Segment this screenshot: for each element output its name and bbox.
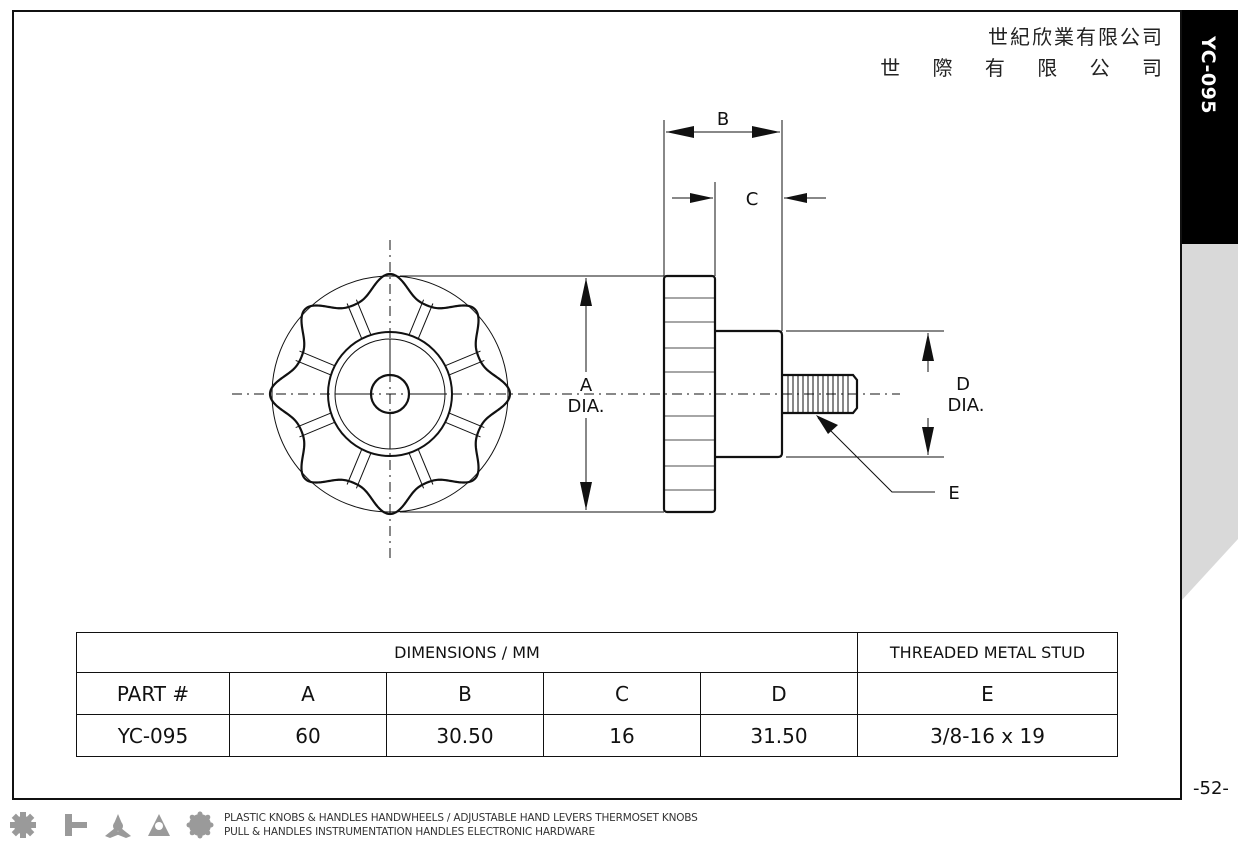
cell-b: 30.50 [386, 714, 544, 757]
dim-label-b: B [717, 109, 729, 130]
knob-side-view [662, 274, 717, 514]
dim-label-a-dia: DIA. [568, 396, 605, 417]
knob-rim-circle [271, 275, 509, 513]
knob-scalloped-outline [268, 272, 512, 516]
dim-label-d: D [956, 374, 970, 395]
dim-label-a: A [580, 375, 593, 396]
threaded-stud [782, 373, 859, 415]
column-header-b: B [386, 672, 544, 715]
cell-d: 31.50 [700, 714, 858, 757]
column-header-e: E [857, 672, 1118, 715]
cell-part: YC-095 [76, 714, 230, 757]
dim-label-e: E [948, 483, 959, 504]
knob-ribs [295, 299, 485, 489]
company-name: 世紀欣業有限公司 世 際 有 限 公 司 [880, 22, 1164, 84]
dimensions-table: DIMENSIONS / MM THREADED METAL STUD PART… [76, 632, 1118, 757]
gear-knob-icon [10, 812, 36, 838]
footer-icons [10, 811, 214, 839]
t-handle-icon [65, 814, 87, 836]
column-header-c: C [543, 672, 701, 715]
three-lobe-knob-icon [105, 814, 131, 838]
dim-label-d-dia: DIA. [948, 395, 985, 416]
company-name-line2: 世 際 有 限 公 司 [880, 56, 1175, 80]
knob-front-view [268, 272, 512, 516]
column-header-d: D [700, 672, 858, 715]
page-frame [12, 10, 1182, 800]
footer-text: PLASTIC KNOBS & HANDLES HANDWHEELS / ADJ… [224, 811, 698, 839]
cell-c: 16 [543, 714, 701, 757]
column-header-part: PART # [76, 672, 230, 715]
table-header-row: PART # A B C D E [76, 672, 1118, 715]
star-knob-icon [186, 811, 214, 839]
triangle-knob-icon [148, 814, 170, 836]
footer-line1: PLASTIC KNOBS & HANDLES HANDWHEELS / ADJ… [224, 812, 698, 824]
dim-label-c: C [746, 189, 759, 210]
table-row: YC-095 60 30.50 16 31.50 3/8-16 x 19 [76, 714, 1118, 757]
table-group-header-stud: THREADED METAL STUD [857, 632, 1118, 673]
hub-side-view [715, 329, 784, 459]
footer-line2: PULL & HANDLES INSTRUMENTATION HANDLES E… [224, 826, 595, 838]
table-group-header-dimensions: DIMENSIONS / MM [76, 632, 858, 673]
side-tab-grey [1182, 244, 1238, 600]
hub-outer-circle [327, 331, 453, 457]
cell-a: 60 [229, 714, 387, 757]
company-name-line1: 世紀欣業有限公司 [988, 25, 1164, 49]
side-tab-code: YC-095 [1197, 36, 1219, 115]
column-header-a: A [229, 672, 387, 715]
side-tab [1182, 10, 1238, 244]
page-number: -52- [1193, 778, 1229, 799]
cell-e: 3/8-16 x 19 [857, 714, 1118, 757]
technical-drawing: B C A DIA. D DIA. E [232, 109, 985, 562]
